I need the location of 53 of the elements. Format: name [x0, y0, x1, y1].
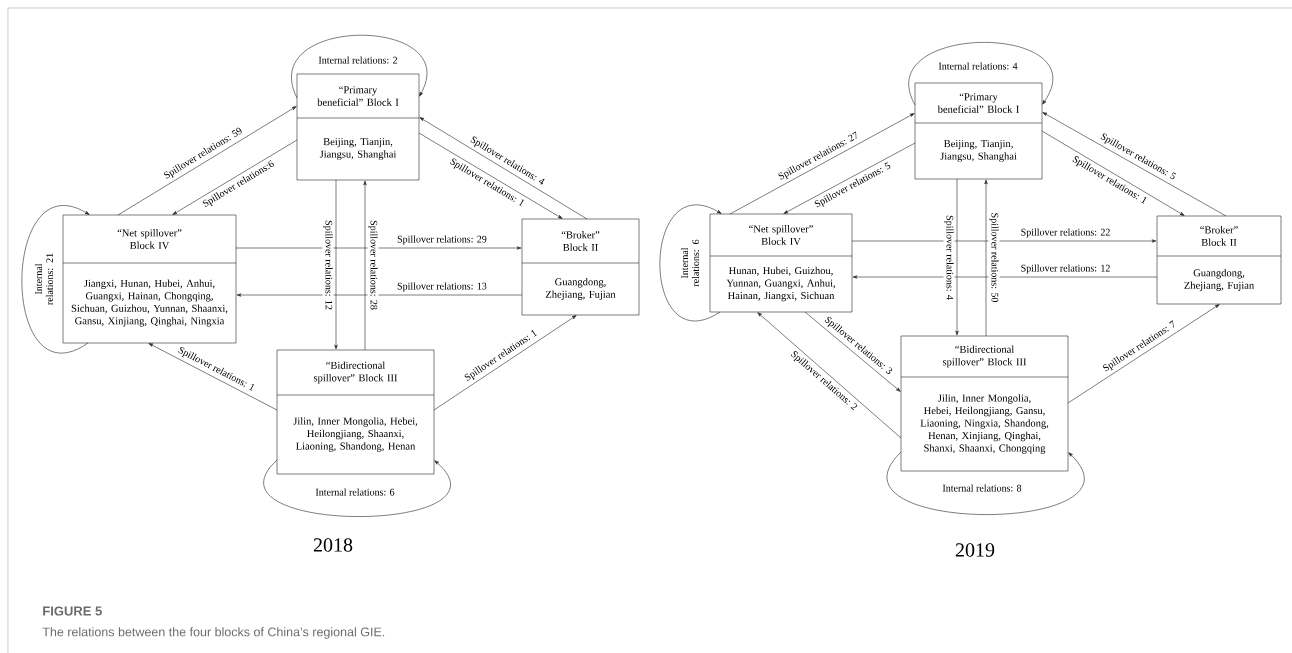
edge-label: Internal relations: 6 — [679, 227, 701, 299]
block-box: “Primary beneficial” Block I Beijing, Tianjin, Jiangsu, Shanghai — [914, 82, 1043, 180]
loop-arrow — [21, 205, 90, 353]
arrow — [1041, 130, 1185, 216]
edge-label: Spillover relations: 50 — [988, 211, 1000, 304]
loop-arrow — [908, 42, 1053, 106]
loop-arrow — [887, 451, 1084, 515]
edge-label: Internal relations: 21 — [33, 243, 55, 315]
caption: The relations between the four blocks of China’s regional GIE. — [42, 627, 385, 639]
arrow — [852, 275, 1158, 279]
arrow — [419, 117, 588, 220]
arrow — [418, 132, 563, 219]
loop-arrow — [291, 34, 428, 99]
edge-label: Spillover relations: 29 — [396, 234, 488, 246]
edge-label: Spillover relations: 12 — [322, 219, 334, 311]
arrow — [955, 178, 959, 336]
edge-label: Spillover relations: 13 — [396, 281, 488, 293]
arrow — [172, 139, 298, 215]
edge-label: Internal relations: 4 — [937, 61, 1019, 71]
block-box: “Broker” Block II Guangdong, Zhejiang, Fujian — [521, 218, 640, 316]
block-box: “Primary beneficial” Block I Beijing, Tianjin, Jiangsu, Shanghai — [296, 73, 420, 181]
loop-arrow — [659, 204, 722, 321]
block-box: “Net spillover” Block IV Jiangxi, Hunan, Hubei, Anhui, Guangxi, Hainan, Chongqing, Sichuan, Guizhou, Yunnan, Shaanxi, Gansu, Xinjiang, Qinghai, Ningxia — [62, 214, 237, 344]
arrow — [1042, 112, 1227, 217]
arrow — [783, 142, 916, 214]
arrow — [851, 239, 1157, 243]
arrow — [984, 179, 988, 337]
arrow — [148, 343, 278, 411]
block-box: “Bidirectional spillover” Block III Jilin, Inner Mongolia, Hebei, Heilongjiang, Shaanxi, Liaoning, Shandong, Henan — [276, 349, 435, 475]
block-box: “Broker” Block II Guangdong, Zhejiang, Fujian — [1156, 215, 1282, 305]
year-label: 2019 — [955, 543, 995, 557]
loop-arrow — [264, 459, 450, 517]
year-label: 2018 — [313, 538, 353, 552]
block-box: “Net spillover” Block IV Hunan, Hubei, Guizhou, Yunnan, Guangxi, Anhui, Hainan, Jiangxi, Sichuan — [709, 213, 853, 313]
arrow — [804, 311, 901, 392]
edge-label: Spillover relations: 22 — [1019, 227, 1112, 239]
edge-label: Internal relations: 8 — [941, 483, 1023, 493]
arrow — [729, 113, 915, 215]
arrow — [433, 315, 577, 411]
arrow — [117, 106, 297, 216]
edge-label: Internal relations: 6 — [314, 487, 396, 497]
arrow — [334, 179, 338, 350]
edge-label: Spillover relations: 4 — [943, 214, 955, 301]
edge-label: Spillover relations: 28 — [367, 219, 379, 311]
figure-number: FIGURE 5 — [43, 606, 102, 616]
arrow — [363, 180, 367, 351]
block-box: “Bidirectional spillover” Block III Jilin, Inner Mongolia, Hebei, Heilongjiang, Gansu, Liaoning, Ningxia, Shandong, Henan, Xinjiang, Qinghai, Shanxi, Shaanxi, Chongqing — [900, 335, 1069, 472]
edge-label: Internal relations: 2 — [317, 55, 399, 65]
arrow — [235, 246, 522, 250]
arrow — [236, 293, 523, 297]
arrow — [757, 312, 902, 439]
edge-label: Spillover relations: 12 — [1019, 263, 1112, 275]
arrow — [1067, 304, 1220, 404]
